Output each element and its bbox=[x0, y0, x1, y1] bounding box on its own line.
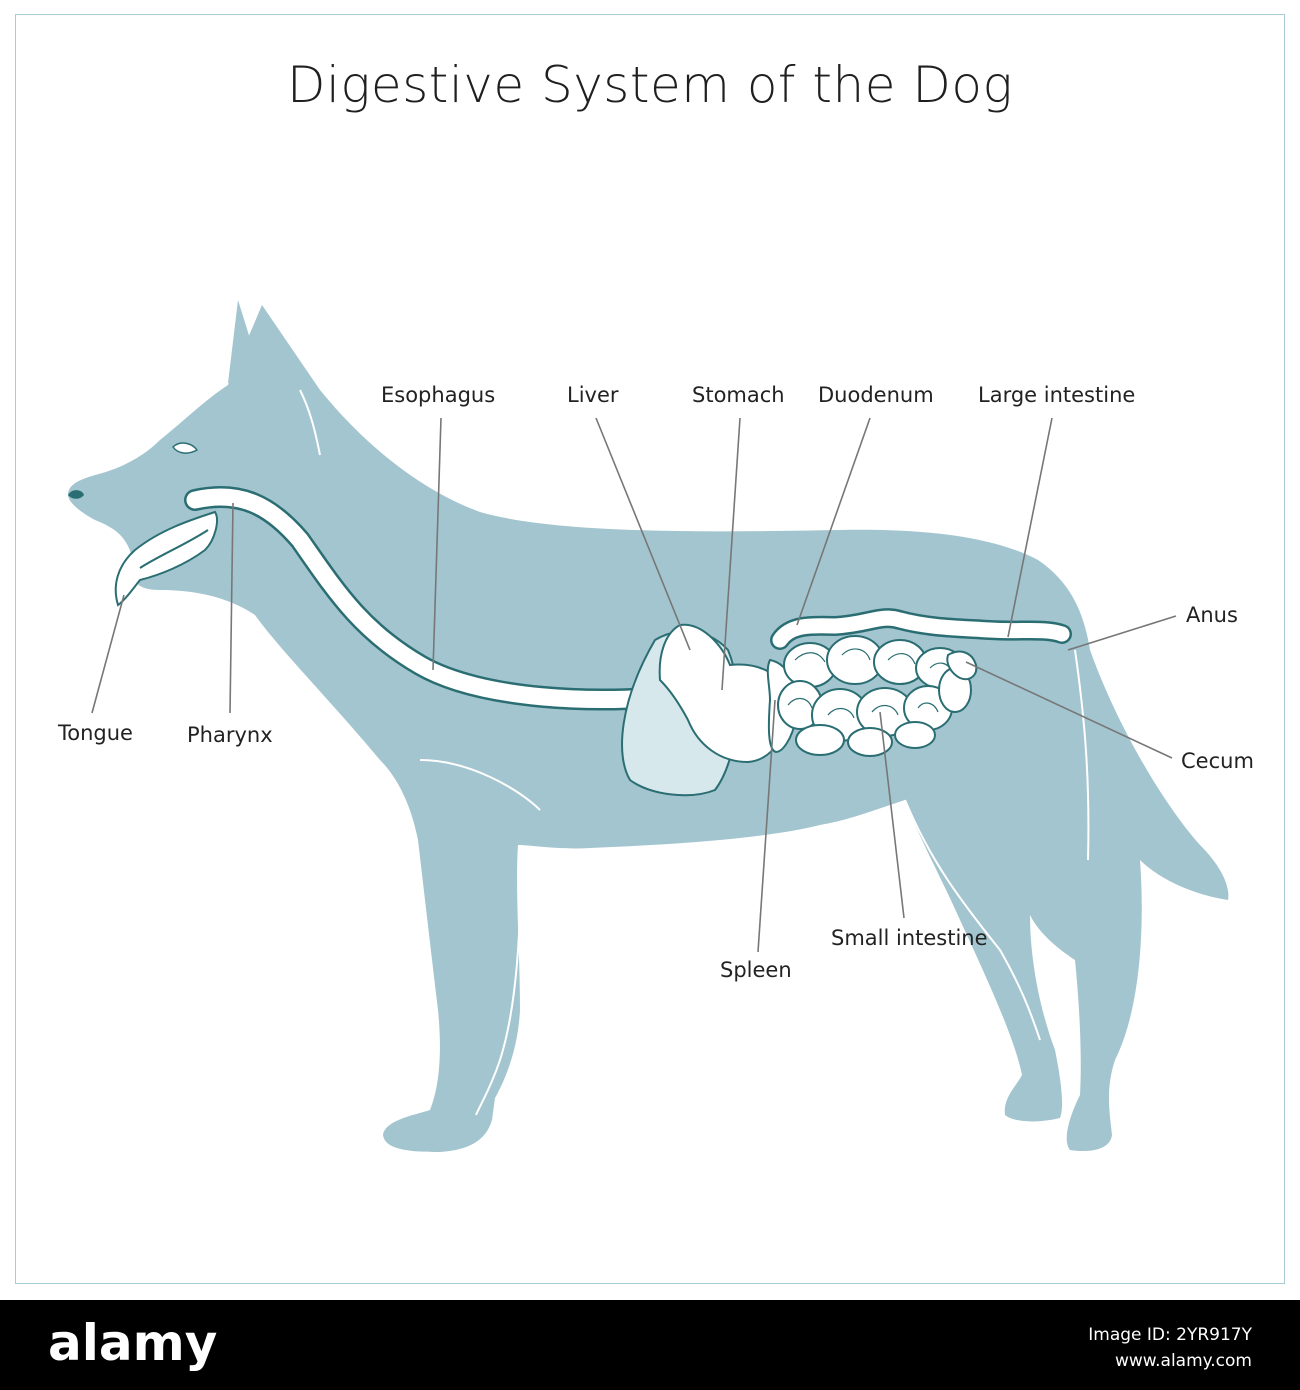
dog-eye bbox=[172, 442, 199, 454]
label-large-intestine: Large intestine bbox=[978, 383, 1136, 407]
leader-esophagus bbox=[432, 417, 442, 671]
label-anus: Anus bbox=[1186, 603, 1238, 627]
leader-stomach bbox=[721, 417, 741, 691]
label-cecum: Cecum bbox=[1181, 749, 1254, 773]
label-pharynx: Pharynx bbox=[187, 723, 273, 747]
leader-duodenum bbox=[796, 417, 871, 626]
leader-lines bbox=[91, 417, 1177, 953]
leader-cecum bbox=[965, 661, 1173, 759]
label-duodenum: Duodenum bbox=[818, 383, 934, 407]
cecum-shape bbox=[946, 650, 978, 681]
label-tongue: Tongue bbox=[58, 721, 133, 745]
esophagus-tube-inner bbox=[186, 488, 689, 709]
leader-small-intestine bbox=[879, 711, 905, 919]
image-id: Image ID: 2YR917Y bbox=[1088, 1325, 1252, 1345]
dog-outline-details bbox=[299, 389, 1090, 1116]
label-esophagus: Esophagus bbox=[381, 383, 496, 407]
label-liver: Liver bbox=[567, 383, 619, 407]
leader-pharynx bbox=[229, 502, 234, 714]
label-spleen: Spleen bbox=[720, 958, 792, 982]
dog-diagram bbox=[68, 300, 1229, 1152]
dog-nose bbox=[68, 490, 84, 499]
dog-face bbox=[68, 442, 199, 499]
site-url: www.alamy.com bbox=[1114, 1351, 1252, 1371]
label-small-intestine: Small intestine bbox=[831, 926, 988, 950]
image-meta: Image ID: 2YR917Y www.alamy.com bbox=[1088, 1322, 1252, 1374]
leader-liver bbox=[595, 417, 691, 651]
small-intestine-coils bbox=[777, 635, 972, 757]
footer-bar: alamy Image ID: 2YR917Y www.alamy.com bbox=[0, 1300, 1300, 1390]
stomach-shape bbox=[658, 623, 790, 764]
brand-logo: alamy bbox=[48, 1314, 218, 1372]
large-intestine-tube-inner bbox=[772, 610, 1070, 648]
diagram-title: Digestive System of the Dog bbox=[287, 56, 1013, 114]
leader-tongue bbox=[91, 594, 125, 714]
label-stomach: Stomach bbox=[692, 383, 785, 407]
leader-spleen bbox=[757, 699, 776, 953]
leader-anus bbox=[1067, 615, 1177, 651]
dog-tongue-shape bbox=[114, 510, 218, 607]
leader-large-intestine bbox=[1007, 417, 1053, 638]
